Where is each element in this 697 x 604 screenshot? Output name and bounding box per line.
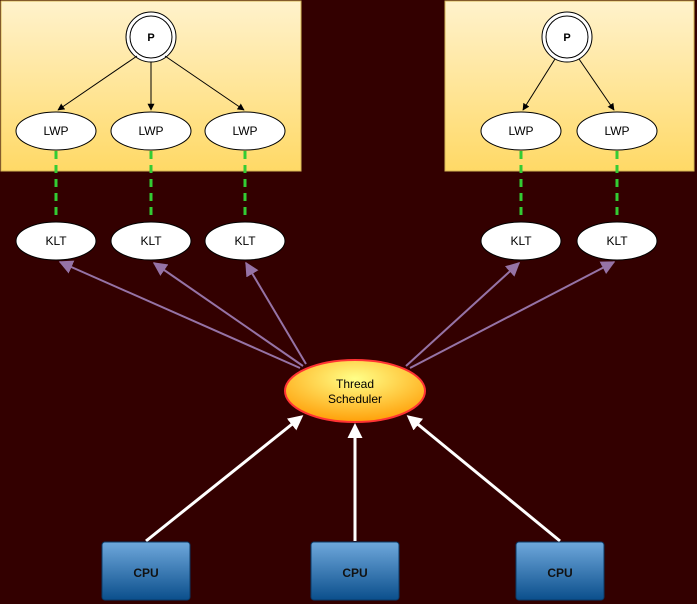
- scheduler-to-klt-arrow: [152, 262, 304, 367]
- process-node-left: P: [125, 11, 177, 63]
- lwp-label: LWP: [43, 124, 68, 138]
- lwp-node: LWP: [480, 111, 562, 151]
- cpu-block: CPU: [515, 541, 605, 601]
- p-to-lwp-arrow: [57, 55, 138, 111]
- klt-node: KLT: [480, 221, 562, 261]
- klt-node: KLT: [204, 221, 286, 261]
- process-label: P: [147, 32, 154, 44]
- cpu-label: CPU: [342, 566, 367, 580]
- lwp-node: LWP: [576, 111, 658, 151]
- klt-label: KLT: [606, 234, 628, 248]
- klt-label: KLT: [45, 234, 67, 248]
- lwp-node: LWP: [15, 111, 97, 151]
- scheduler-to-klt-arrow: [245, 261, 307, 365]
- lwp-label: LWP: [604, 124, 629, 138]
- lwp-node: LWP: [204, 111, 286, 151]
- klt-node: KLT: [15, 221, 97, 261]
- p-to-lwp-arrow: [578, 58, 615, 111]
- lwp-node: LWP: [110, 111, 192, 151]
- klt-label: KLT: [234, 234, 256, 248]
- cpu-block: CPU: [310, 541, 400, 601]
- scheduler-to-klt-arrow: [58, 260, 301, 369]
- scheduler-to-klt-arrow: [405, 262, 521, 367]
- klt-label: KLT: [510, 234, 532, 248]
- cpu-block: CPU: [101, 541, 191, 601]
- klt-node: KLT: [576, 221, 658, 261]
- cpu-label: CPU: [133, 566, 158, 580]
- lwp-label: LWP: [138, 124, 163, 138]
- p-to-lwp-arrow: [522, 58, 556, 111]
- process-label: P: [563, 32, 570, 44]
- cpu-to-scheduler-arrow: [145, 415, 304, 543]
- klt-node: KLT: [110, 221, 192, 261]
- lwp-label: LWP: [232, 124, 257, 138]
- klt-label: KLT: [140, 234, 162, 248]
- cpu-to-scheduler-arrow: [406, 415, 561, 543]
- p-to-lwp-arrow: [164, 55, 245, 111]
- lwp-label: LWP: [508, 124, 533, 138]
- thread-scheduler-node: Thread Scheduler: [284, 359, 426, 423]
- scheduler-label-line1: Thread: [336, 377, 374, 391]
- scheduler-label-line2: Scheduler: [328, 392, 382, 406]
- process-node-right: P: [541, 11, 593, 63]
- cpu-label: CPU: [547, 566, 572, 580]
- scheduler-to-klt-arrow: [409, 261, 616, 369]
